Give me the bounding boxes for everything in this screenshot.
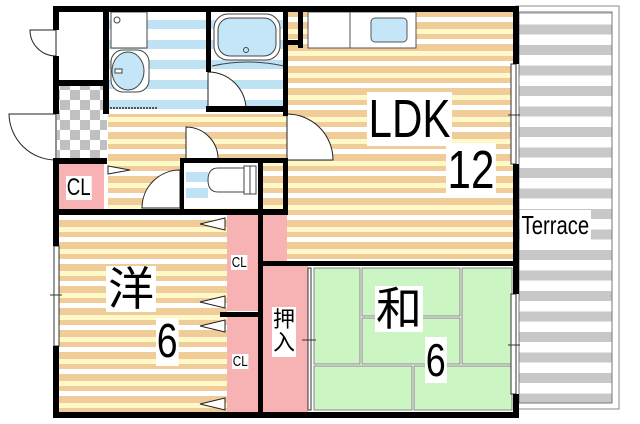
closet-lower-label: CL: [232, 353, 249, 370]
terrace-label: Terrace: [520, 210, 591, 240]
washbasin: [110, 11, 158, 109]
door-swings: [8, 29, 334, 411]
oshiire-label: 押入: [272, 307, 296, 358]
shoe-storage: [57, 10, 107, 82]
terrace: [515, 5, 620, 410]
ldk-label: LDK: [367, 89, 453, 149]
kitchen-counter: [307, 11, 417, 49]
toilet-fixture: [207, 165, 257, 195]
japanese-room-label: 和: [375, 282, 423, 336]
walls: [53, 6, 519, 418]
closet-lower-side: [262, 214, 287, 264]
western-room-size-label: 6: [156, 315, 179, 368]
western-room-floor: [57, 214, 227, 414]
western-room-label: 洋: [106, 262, 156, 316]
ldk-size-label: 12: [446, 140, 496, 200]
japanese-room-size-label: 6: [425, 334, 447, 386]
entry-closet-label: CL: [66, 174, 92, 201]
bathtub: [211, 13, 285, 67]
windows: [50, 63, 520, 411]
closet-upper-label: CL: [231, 254, 248, 271]
genkan-tiles: [57, 86, 107, 160]
